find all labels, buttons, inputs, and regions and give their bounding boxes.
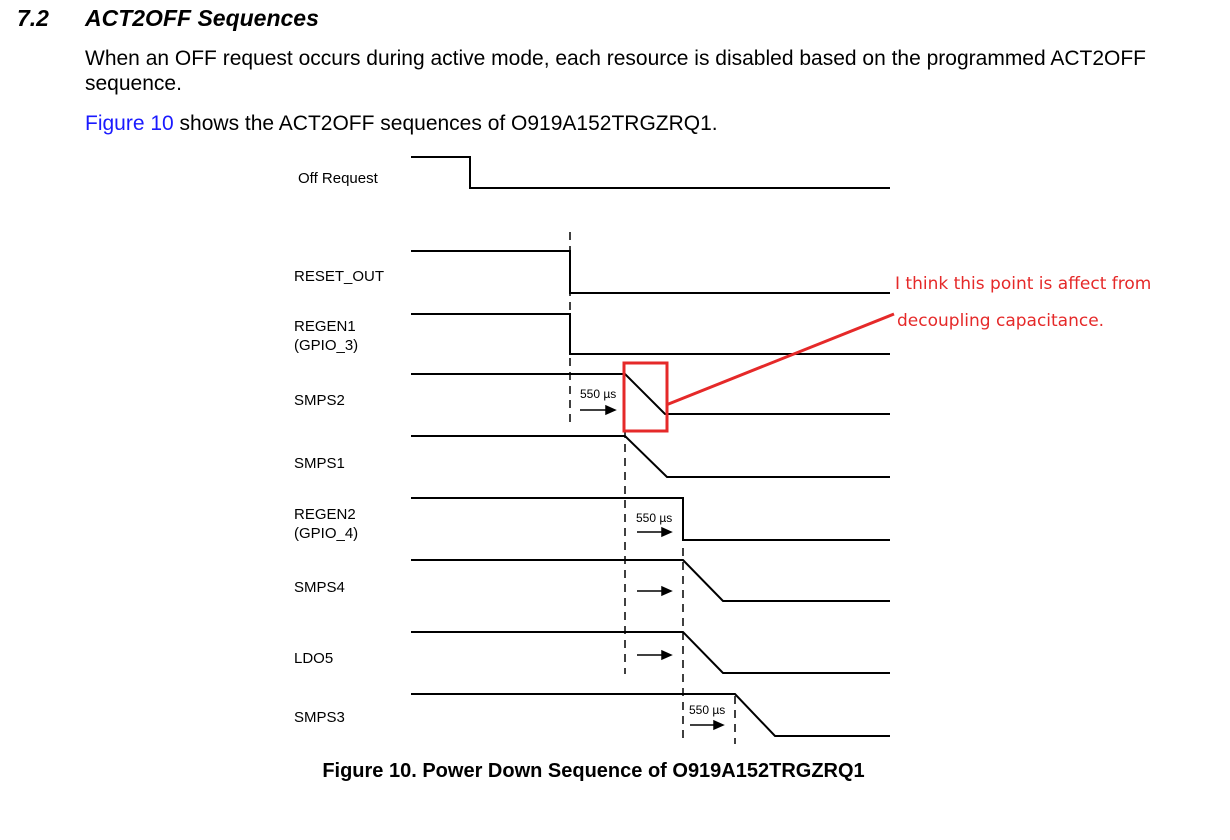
waveform-regen1 [411, 313, 890, 355]
signal-label-off-request: Off Request [298, 170, 379, 187]
waveforms [411, 156, 890, 737]
signal-label-smps1: SMPS1 [294, 455, 345, 472]
waveform-smps2 [411, 373, 890, 415]
figure-reference-text: shows the ACT2OFF sequences of O919A152T… [173, 112, 718, 135]
signal-label-ldo5: LDO5 [294, 650, 333, 667]
waveform-ldo5 [411, 631, 890, 674]
waveform-smps4 [411, 559, 890, 602]
waveform-regen2 [411, 497, 890, 541]
delay-label-3: 550 µs [689, 703, 725, 717]
intro-paragraph: When an OFF request occurs during active… [85, 47, 1147, 95]
figure-caption: Figure 10. Power Down Sequence of O919A1… [322, 760, 865, 782]
signal-label-smps3: SMPS3 [294, 709, 345, 726]
waveform-smps3 [411, 693, 890, 737]
waveform-smps1 [411, 435, 890, 478]
signal-label-smps4: SMPS4 [294, 579, 345, 596]
annotation-markup: I think this point is affect from decoup… [622, 274, 1151, 433]
signal-label-reset-out: RESET_OUT [294, 268, 384, 285]
arrow-right-icon [637, 585, 673, 597]
arrow-right-icon [690, 719, 725, 731]
figure-10-link[interactable]: Figure 10 [85, 112, 174, 135]
delay-label-1: 550 µs [580, 387, 616, 401]
section-title: ACT2OFF Sequences [85, 5, 319, 31]
arrow-right-icon [580, 404, 617, 416]
waveform-off-request [411, 156, 890, 189]
annotation-pointer-line [665, 312, 895, 407]
arrow-right-icon [637, 649, 673, 661]
signal-label-regen2: REGEN2(GPIO_4) [294, 506, 358, 542]
figure-reference-paragraph: Figure 10 shows the ACT2OFF sequences of… [85, 111, 1185, 136]
signal-label-smps2: SMPS2 [294, 392, 345, 409]
delay-label-2: 550 µs [636, 511, 672, 525]
annotation-note-line-1: I think this point is affect from [895, 274, 1151, 294]
section-number: 7.2 [17, 5, 49, 31]
timing-diagram: Off Request RESET_OUT REGEN1(GPIO_3) SMP… [294, 156, 1151, 744]
delay-arrows [580, 404, 725, 731]
section-heading: 7.2 ACT2OFF Sequences [17, 5, 319, 32]
waveform-reset-out [411, 250, 890, 294]
timing-markers [569, 232, 736, 744]
arrow-right-icon [637, 526, 673, 538]
annotation-note-line-2: decoupling capacitance. [897, 311, 1104, 331]
signal-label-regen1: REGEN1(GPIO_3) [294, 318, 358, 354]
annotation-highlight-box [622, 361, 669, 433]
